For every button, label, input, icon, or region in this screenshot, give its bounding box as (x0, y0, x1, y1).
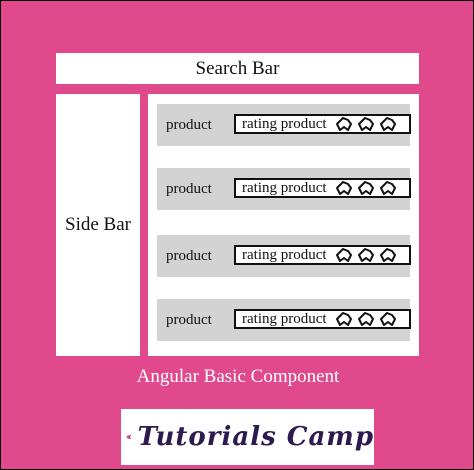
product-label: product (166, 311, 212, 328)
rating-icon (379, 117, 396, 131)
rating-icon (357, 181, 374, 195)
tutorials-camp-logo: Tutorials Camp (121, 409, 374, 465)
main-content-panel: product rating product product rating pr… (148, 94, 419, 356)
side-bar: Side Bar (56, 94, 140, 356)
rating-product-box: rating product (234, 309, 411, 329)
rating-icon (335, 312, 352, 326)
rating-product-label: rating product (242, 115, 327, 132)
logo-mark-icon (126, 435, 132, 439)
rating-icon (335, 248, 352, 262)
rating-product-box: rating product (234, 178, 411, 198)
rating-icon (357, 117, 374, 131)
side-bar-label: Side Bar (65, 214, 131, 235)
product-row: product rating product (157, 168, 411, 210)
rating-icon (335, 117, 352, 131)
rating-icons (335, 311, 397, 327)
rating-icon (357, 312, 374, 326)
rating-product-label: rating product (242, 179, 327, 196)
product-label: product (166, 180, 212, 197)
product-row: product rating product (157, 104, 411, 146)
product-label: product (166, 247, 212, 264)
rating-icons (335, 116, 397, 132)
product-row: product rating product (157, 235, 411, 277)
rating-icon (335, 181, 352, 195)
rating-icon (379, 181, 396, 195)
logo-text: Tutorials Camp (137, 422, 374, 452)
rating-icons (335, 247, 397, 263)
rating-product-label: rating product (242, 310, 327, 327)
rating-icons (335, 180, 397, 196)
product-row: product rating product (157, 299, 411, 341)
product-label: product (166, 116, 212, 133)
search-bar-label: Search Bar (195, 57, 280, 79)
rating-icon (379, 312, 396, 326)
rating-product-box: rating product (234, 245, 411, 265)
diagram-caption: Angular Basic Component (136, 366, 340, 387)
rating-icon (357, 248, 374, 262)
search-bar: Search Bar (56, 53, 419, 84)
rating-icon (379, 248, 396, 262)
rating-product-box: rating product (234, 114, 411, 134)
rating-product-label: rating product (242, 246, 327, 263)
